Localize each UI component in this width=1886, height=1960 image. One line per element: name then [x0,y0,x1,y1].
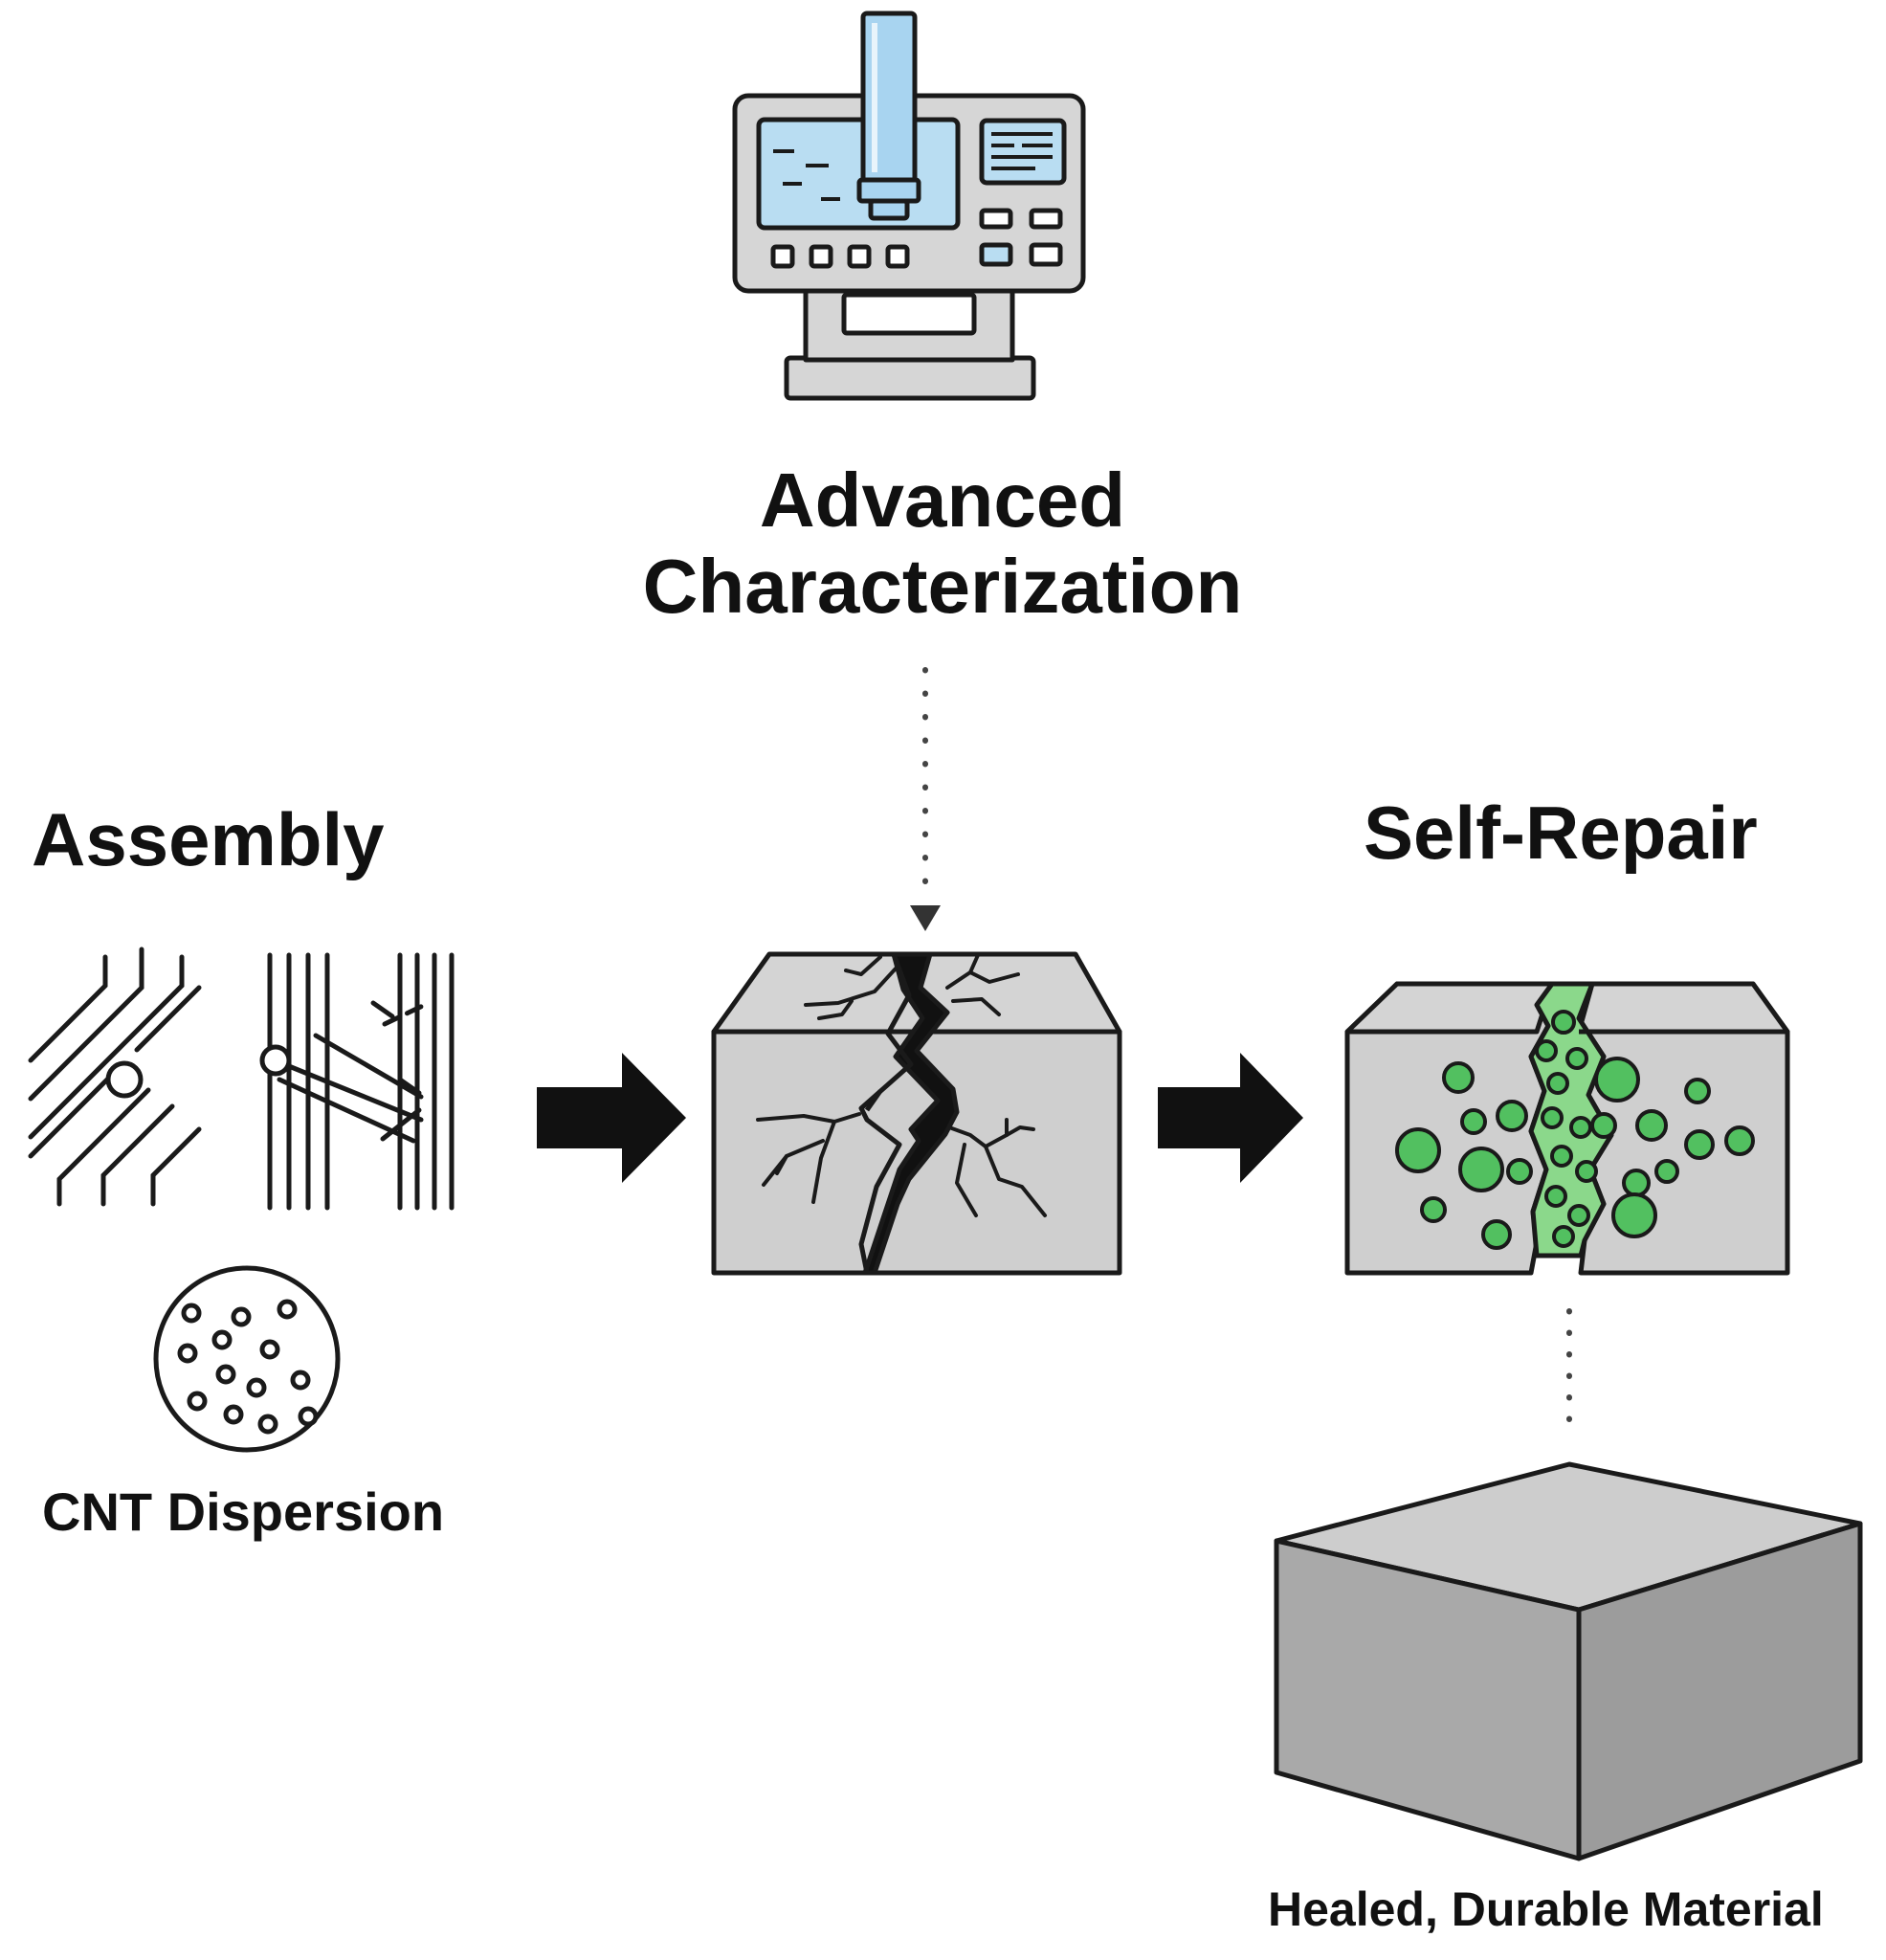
characterization-dotted-arrow [910,667,941,931]
self-repair-block-icon [1344,981,1790,1276]
aligned-fibers-icon [28,947,455,1211]
assembly-title: Assembly [32,797,385,881]
characterization-title-line-2: Characterization [642,544,1243,629]
cnt-dispersion-label: CNT Dispersion [42,1481,445,1542]
characterization-instrument-icon [732,11,1086,401]
characterization-title-line-1: Advanced [759,457,1126,543]
cracked-block-icon [711,951,1122,1276]
advanced-characterization-title: Advanced Characterization [536,457,1349,630]
self-repair-title: Self-Repair [1364,791,1758,875]
healed-material-label: Healed, Durable Material [1268,1882,1824,1936]
process-arrow-1 [537,1053,686,1183]
process-arrow-2 [1158,1053,1303,1183]
healed-cube-icon [1274,1461,1863,1861]
cnt-dispersion-icon [153,1265,341,1453]
